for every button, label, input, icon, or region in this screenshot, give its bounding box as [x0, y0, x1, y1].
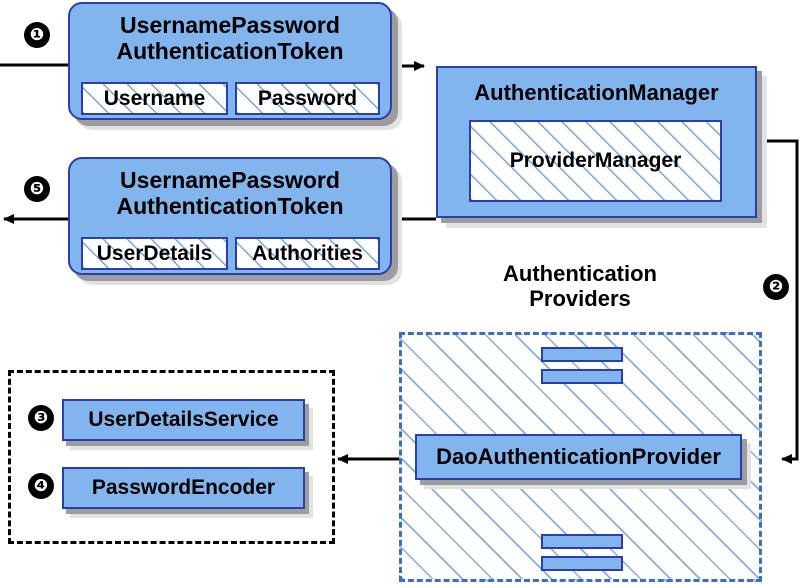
authentication-providers-label-line1: Authentication: [503, 261, 657, 286]
provider-slot-top-1[interactable]: [541, 347, 623, 362]
authentication-providers-label-line2: Providers: [529, 285, 631, 311]
response-token-title-line2: AuthenticationToken: [116, 192, 344, 219]
response-token-field-authorities[interactable]: Authorities: [235, 237, 380, 270]
user-details-service-node[interactable]: UserDetailsService: [62, 399, 305, 441]
step-badge-5: ❺: [24, 176, 50, 202]
request-token-field-username[interactable]: Username: [81, 82, 228, 115]
step-badge-3: ❸: [28, 405, 54, 431]
authentication-manager-node[interactable]: AuthenticationManager ProviderManager: [436, 66, 757, 218]
provider-manager-node[interactable]: ProviderManager: [469, 120, 722, 202]
provider-slot-top-2[interactable]: [541, 369, 623, 384]
request-token-title-line1: UsernamePassword: [120, 12, 340, 38]
security-beans-group: [8, 370, 335, 544]
step-badge-2: ❷: [763, 274, 789, 300]
authentication-manager-title: AuthenticationManager: [474, 80, 719, 105]
provider-slot-bottom-2[interactable]: [541, 556, 623, 571]
authentication-providers-label: Authentication Providers: [456, 261, 704, 311]
response-token-node[interactable]: UsernamePassword AuthenticationToken Use…: [68, 157, 392, 275]
provider-slot-bottom-1[interactable]: [541, 534, 623, 549]
request-token-node[interactable]: UsernamePassword AuthenticationToken Use…: [68, 2, 392, 120]
response-token-title: UsernamePassword AuthenticationToken: [70, 159, 390, 219]
dao-authentication-provider-node[interactable]: DaoAuthenticationProvider: [415, 434, 742, 480]
request-token-title-line2: AuthenticationToken: [116, 37, 344, 64]
step-badge-4: ❹: [28, 473, 54, 499]
password-encoder-node[interactable]: PasswordEncoder: [62, 467, 305, 509]
request-token-field-password[interactable]: Password: [235, 82, 380, 115]
request-token-title: UsernamePassword AuthenticationToken: [70, 4, 390, 64]
response-token-field-userdetails[interactable]: UserDetails: [81, 237, 228, 270]
step-badge-1: ❶: [24, 22, 50, 48]
response-token-title-line1: UsernamePassword: [120, 167, 340, 193]
